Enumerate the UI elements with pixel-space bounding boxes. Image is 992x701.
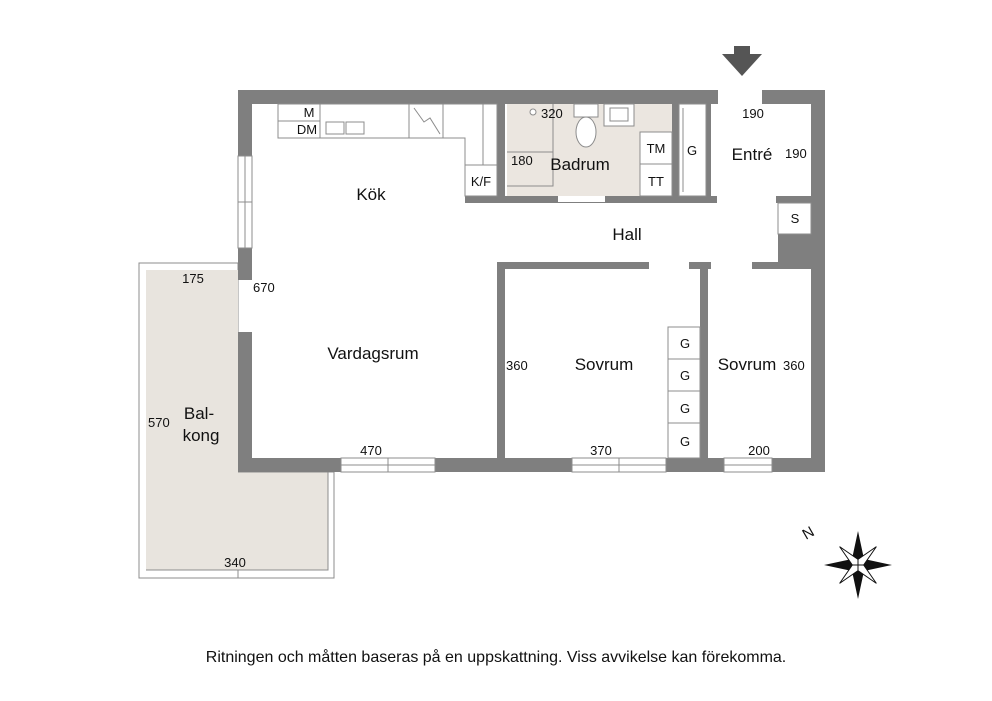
- shower-area: [507, 151, 554, 187]
- balcony-floor-upper: [146, 270, 238, 570]
- wall-top-left: [238, 90, 718, 104]
- sink-basin-right: [345, 121, 365, 135]
- wall-bed2-top-right: [752, 262, 811, 269]
- room-label-bathroom: Badrum: [550, 155, 610, 174]
- shower-head-icon: [529, 108, 537, 116]
- fridge-freezer: [464, 164, 498, 197]
- label-dishwasher: DM: [297, 122, 317, 137]
- dim-bath-depth: 180: [511, 153, 533, 168]
- dim-bed2-width: 200: [748, 443, 770, 458]
- wall-bed1-top: [497, 262, 649, 269]
- wall-left-top: [238, 90, 252, 156]
- wall-left-bottom: [238, 332, 252, 472]
- label-wardrobe-1: G: [680, 336, 690, 351]
- wall-right: [811, 90, 825, 472]
- wall-left-mid: [238, 248, 252, 280]
- sink-basin-left: [325, 121, 345, 135]
- label-fridge-freezer: K/F: [471, 174, 491, 189]
- bathroom-fixtures: [507, 103, 673, 202]
- label-entry-wardrobe: G: [687, 143, 697, 158]
- compass-rose-icon: [824, 531, 892, 599]
- dim-bed1-depth: 360: [506, 358, 528, 373]
- wardrobe-box-2: [667, 358, 701, 392]
- disclaimer-text: Ritningen och måtten baseras på en uppsk…: [205, 649, 787, 666]
- wall-bath-right: [672, 104, 679, 200]
- wall-top-right: [762, 90, 825, 104]
- windows: [237, 155, 773, 473]
- dim-living-depth: 670: [253, 280, 275, 295]
- room-label-bedroom-2: Sovrum: [718, 355, 777, 374]
- wall-bath-left: [497, 104, 505, 200]
- kitchen-counter: [277, 103, 498, 197]
- dim-balcony-side: 570: [148, 415, 170, 430]
- balcony-floor-lower: [238, 472, 328, 570]
- wall-entry-bottom: [776, 196, 811, 203]
- wall-entry-left: [706, 104, 711, 200]
- wardrobe-box-1: [667, 326, 701, 360]
- label-dryer: TT: [648, 174, 664, 189]
- dim-bath-width: 320: [541, 106, 563, 121]
- room-label-balcony-line-1: Bal-: [184, 404, 214, 423]
- room-label-entry: Entré: [732, 145, 773, 164]
- label-wardrobe-3: G: [680, 401, 690, 416]
- dim-bed2-depth: 360: [783, 358, 805, 373]
- dim-living-width: 470: [360, 443, 382, 458]
- storage-box: [777, 202, 812, 235]
- dim-balcony-bottom: 340: [224, 555, 246, 570]
- toilet-icon: [575, 116, 597, 148]
- dim-bed1-width: 370: [590, 443, 612, 458]
- label-washer: TM: [647, 141, 666, 156]
- toilet-tank: [573, 103, 599, 118]
- wall-bed-divider: [700, 262, 708, 458]
- room-label-kitchen: Kök: [356, 185, 386, 204]
- dryer-box: [639, 163, 673, 197]
- label-storage: S: [791, 211, 800, 226]
- label-wardrobe-4: G: [680, 434, 690, 449]
- entrance-arrow-icon: [722, 54, 762, 76]
- room-label-balcony-line-2: kong: [183, 426, 220, 445]
- room-label-living: Vardagsrum: [327, 344, 418, 363]
- room-label-hall: Hall: [612, 225, 641, 244]
- compass-north-label: N: [800, 523, 818, 543]
- dim-balcony-top: 175: [182, 271, 204, 286]
- wardrobe-box-4: [667, 422, 701, 459]
- label-microwave: M: [304, 105, 315, 120]
- room-label-bedroom-1: Sovrum: [575, 355, 634, 374]
- bedroom-wardrobes: [667, 326, 701, 459]
- dim-entry-width: 190: [742, 106, 764, 121]
- entrance-arrow-stem: [734, 46, 750, 56]
- wardrobe-box-3: [667, 390, 701, 424]
- wall-bed1-left: [497, 262, 505, 458]
- dim-entry-depth: 190: [785, 146, 807, 161]
- label-wardrobe-2: G: [680, 368, 690, 383]
- dishwasher-box: [277, 120, 321, 139]
- stove-symbol: [413, 107, 441, 135]
- balcony: [138, 262, 335, 579]
